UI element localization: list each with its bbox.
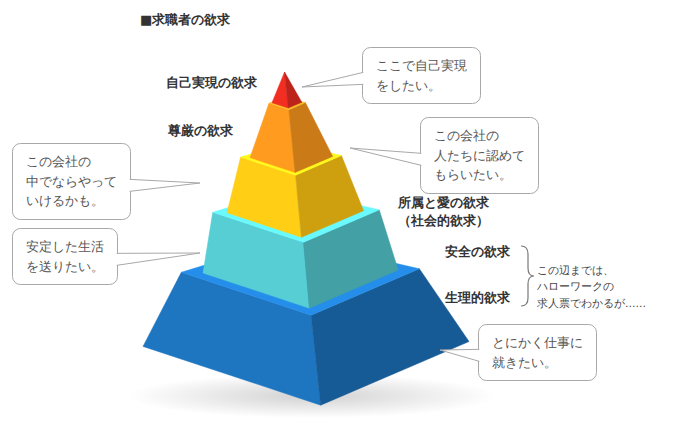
bubble-body [13, 229, 118, 285]
bubble-text: この会社の 人たちに認めて もらいたい。 [420, 117, 539, 194]
layer-name: 所属と愛の欲求 （社会的欲求） [398, 194, 489, 229]
layer-left-face [250, 103, 295, 172]
layer-label-box: 安全の欲求 [445, 243, 510, 261]
layer-name: 自己実現の欲求 [166, 74, 257, 92]
layer-label-box: 自己実現の欲求 [166, 74, 257, 92]
bubble-tail [130, 179, 200, 191]
bubble-outline [362, 47, 481, 104]
bubble-text: とにかく仕事に 就きたい。 [478, 324, 597, 381]
bubble-tail [302, 72, 363, 87]
layer-right-face [289, 102, 333, 172]
bubble-text: ここで自己実現 をしたい。 [362, 47, 481, 104]
layer-label-box: 所属と愛の欲求 （社会的欲求） [398, 194, 489, 229]
speech-bubble: この会社の 人たちに認めて もらいたい。 [420, 117, 539, 194]
bubble-tail [350, 148, 421, 165]
layer-name: 安全の欲求 [445, 243, 510, 261]
brace [521, 246, 534, 306]
note-box: この辺までは、ハローワークの 求人票でわかるが…… [537, 262, 646, 311]
bubble-outline [478, 324, 597, 381]
diagram-title: ■求職者の欲求 [140, 11, 230, 29]
layer-name: 生理的欲求 [445, 289, 510, 307]
bubble-text: この会社の 中でならやって いけるかも。 [12, 143, 131, 220]
layer-right-face [285, 72, 302, 108]
bubble-tail [440, 349, 479, 361]
bubble-body [13, 144, 131, 220]
bubble-tail [117, 253, 200, 265]
pyramid-layer: 自己実現の欲求 [272, 72, 302, 108]
bubble-body [363, 48, 481, 104]
note-text: この辺までは、ハローワークの 求人票でわかるが…… [537, 262, 646, 311]
bubble-body [421, 118, 539, 194]
speech-bubble: とにかく仕事に 就きたい。 [478, 324, 597, 381]
layer-shape [272, 72, 302, 108]
layer-label-box: 生理的欲求 [445, 289, 510, 307]
pyramid-layer: 尊厳の欲求 [250, 98, 333, 173]
speech-bubble: ここで自己実現 をしたい。 [362, 47, 481, 104]
bubble-outline [12, 228, 118, 285]
speech-bubble: この会社の 中でならやって いけるかも。 [12, 143, 131, 220]
bubble-text: 安定した生活 を送りたい。 [12, 228, 118, 285]
layer-name: 尊厳の欲求 [168, 122, 233, 140]
speech-bubble: 安定した生活 を送りたい。 [12, 228, 118, 285]
layer-label-box: 尊厳の欲求 [168, 122, 233, 140]
bubble-body [479, 325, 597, 381]
layer-shape [250, 98, 333, 173]
